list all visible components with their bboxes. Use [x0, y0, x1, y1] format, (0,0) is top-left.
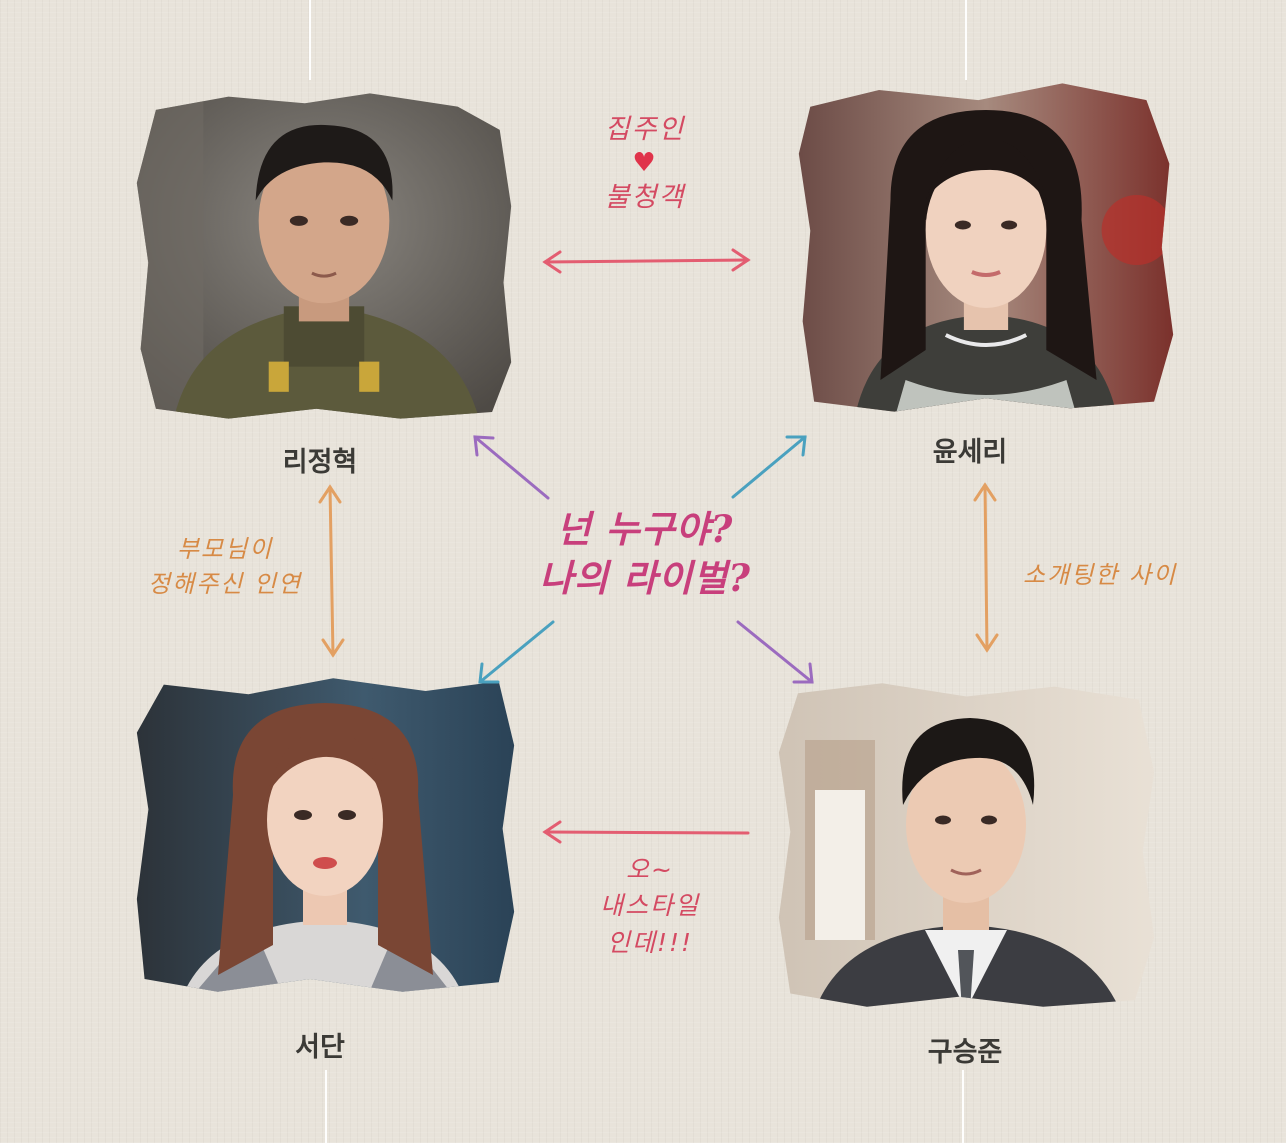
- relation-left-line1: 부모님이: [176, 535, 274, 563]
- relation-left-note: 부모님이 정해주신 인연: [125, 532, 325, 602]
- relation-right-line1: 소개팅한 사이: [1022, 561, 1178, 589]
- arrow-center-to-bottom-right: [736, 620, 814, 684]
- relation-top-line2: 불청객: [604, 181, 686, 213]
- hanging-string-top-right: [965, 0, 967, 80]
- arrow-center-to-top-right: [731, 435, 807, 499]
- relation-bottom-line2: 내스타일: [599, 891, 700, 921]
- center-question-line1: 넌 누구야?: [556, 507, 734, 551]
- relation-bottom-note: 오~ 내스타일 인데!!!: [565, 852, 735, 961]
- center-question-line2: 나의 라이벌?: [539, 555, 751, 600]
- relation-top-note: 집주인 ♥ 불청객: [560, 110, 730, 217]
- portrait-top-right: [798, 83, 1174, 412]
- arrow-center-to-top-left: [473, 435, 550, 500]
- hanging-string-bottom-right: [962, 1070, 964, 1143]
- relation-top-line1: 집주인: [604, 114, 686, 145]
- relation-right-note: 소개팅한 사이: [1000, 558, 1200, 593]
- character-name-top-left: 리정혁: [282, 447, 358, 477]
- arrow-right-orange: [973, 482, 999, 653]
- center-question: 넌 누구야? 나의 라이벌?: [520, 505, 770, 603]
- arrow-center-to-bottom-left: [478, 620, 555, 684]
- hanging-string-bottom-left: [325, 1070, 327, 1143]
- relation-bottom-line1: 오~: [626, 855, 674, 884]
- portrait-top-left: [136, 93, 512, 419]
- arrow-bottom-pink: [542, 820, 750, 844]
- heart-icon: ♥: [632, 148, 658, 179]
- relation-bottom-line3: 인데!!!: [606, 927, 694, 957]
- arrow-left-orange: [318, 484, 345, 658]
- character-name-bottom-right: 구승준: [927, 1037, 1003, 1067]
- portrait-bottom-left: [136, 678, 515, 992]
- portrait-bottom-right: [778, 683, 1155, 1007]
- arrow-top-pink: [542, 248, 751, 274]
- character-name-bottom-left: 서단: [295, 1032, 345, 1062]
- character-name-top-right: 윤세리: [932, 437, 1008, 467]
- hanging-string-top-left: [309, 0, 311, 80]
- relation-left-line2: 정해주신 인연: [147, 569, 303, 598]
